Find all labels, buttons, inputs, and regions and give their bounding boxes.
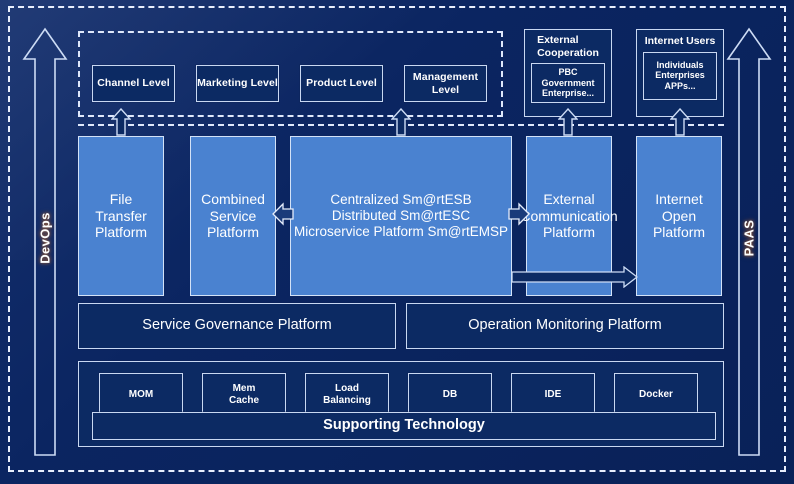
external-cooperation-group[interactable]: External Cooperation PBC Government Ente… (524, 29, 612, 117)
level-box-management[interactable]: Management Level (404, 65, 487, 102)
tech-box-load-balancing[interactable]: Load Balancing (305, 373, 389, 417)
tech-box-mom-line1: MOM (128, 389, 154, 401)
devops-label: DevOps (37, 212, 53, 264)
platform-combined-service[interactable]: Combined Service Platform (190, 136, 276, 296)
operation-monitoring-platform[interactable]: Operation Monitoring Platform (406, 303, 724, 349)
right-arrow-core-to-external (508, 200, 530, 228)
tech-box-mom[interactable]: MOM (99, 373, 183, 417)
external-cooperation-inner-box: PBC Government Enterprise... (531, 63, 605, 104)
outer-dashed-frame (8, 6, 786, 472)
platform-external-communication-line2: Communication (520, 207, 618, 224)
platform-file-transfer-line2: Transfer (95, 207, 147, 224)
platform-combined-service-line2: Service (209, 207, 257, 224)
tech-box-mem-cache-line2: Cache (228, 395, 259, 406)
platform-combined-service-line3: Platform (206, 224, 260, 241)
internet-users-group[interactable]: Internet Users Individuals Enterprises A… (636, 29, 724, 117)
platform-external-communication-line3: Platform (542, 224, 596, 241)
left-arrow-core-to-combined (272, 200, 294, 228)
long-right-arrow-core-to-internet-open (512, 266, 638, 288)
consumer-levels-container (78, 31, 503, 117)
platform-external-communication-line1: External (543, 191, 595, 208)
tech-box-db[interactable]: DB (408, 373, 492, 417)
platform-external-communication[interactable]: External Communication Platform (520, 136, 618, 296)
platform-combined-service-line1: Combined (201, 191, 265, 208)
paas-up-arrow (726, 26, 772, 458)
external-cooperation-inner-line1: PBC Government (541, 67, 595, 88)
level-box-product[interactable]: Product Level (300, 65, 383, 102)
platform-internet-open-line3: Platform (652, 224, 706, 241)
up-arrow-core-platform (391, 108, 411, 136)
tech-box-mem-cache-line1: Mem (232, 383, 256, 395)
tech-box-load-balancing-line2: Balancing (323, 395, 371, 406)
internet-users-title: Internet Users (644, 35, 716, 47)
supporting-technology-bar[interactable]: Supporting Technology (92, 412, 716, 440)
level-box-marketing[interactable]: Marketing Level (196, 65, 279, 102)
tech-box-db-line1: DB (442, 389, 458, 401)
platform-core-esb-line1: Centralized Sm@rtESB (330, 192, 472, 208)
external-cooperation-title: External Cooperation (537, 34, 599, 59)
external-cooperation-inner-line2: Enterprise... (541, 88, 595, 99)
level-box-channel[interactable]: Channel Level (92, 65, 175, 102)
up-arrow-external-communication (558, 108, 578, 136)
platform-file-transfer[interactable]: File Transfer Platform (78, 136, 164, 296)
tech-box-ide-line1: IDE (544, 389, 562, 401)
platform-core-esb[interactable]: Centralized Sm@rtESB Distributed Sm@rtES… (290, 136, 512, 296)
devops-up-arrow (22, 26, 68, 458)
up-arrow-file-transfer (111, 108, 131, 136)
platform-internet-open-line2: Open (661, 207, 697, 224)
tech-box-docker[interactable]: Docker (614, 373, 698, 417)
platform-core-esb-line2: Distributed Sm@rtESC (331, 208, 471, 224)
external-cooperation-title-line2: Cooperation (537, 46, 599, 59)
internet-users-inner-line2: Enterprises (655, 70, 705, 81)
external-cooperation-title-line1: External (537, 34, 579, 46)
platform-file-transfer-line1: File (109, 191, 133, 208)
tech-box-ide[interactable]: IDE (511, 373, 595, 417)
up-arrow-internet-open (670, 108, 690, 136)
platform-file-transfer-line3: Platform (94, 224, 148, 241)
platform-core-esb-line3: Microservice Platform Sm@rtEMSP (294, 223, 508, 239)
internet-users-inner-line3: APPs... (664, 80, 696, 91)
tech-box-load-balancing-line1: Load (335, 383, 359, 395)
internet-users-inner-box: Individuals Enterprises APPs... (643, 51, 717, 100)
internet-users-inner-line1: Individuals (656, 59, 704, 70)
service-governance-platform[interactable]: Service Governance Platform (78, 303, 396, 349)
tech-box-mem-cache[interactable]: Mem Cache (202, 373, 286, 417)
tech-box-docker-line1: Docker (639, 389, 673, 401)
platform-internet-open[interactable]: Internet Open Platform (636, 136, 722, 296)
paas-label: PAAS (741, 219, 757, 257)
platform-internet-open-line1: Internet (655, 191, 703, 208)
